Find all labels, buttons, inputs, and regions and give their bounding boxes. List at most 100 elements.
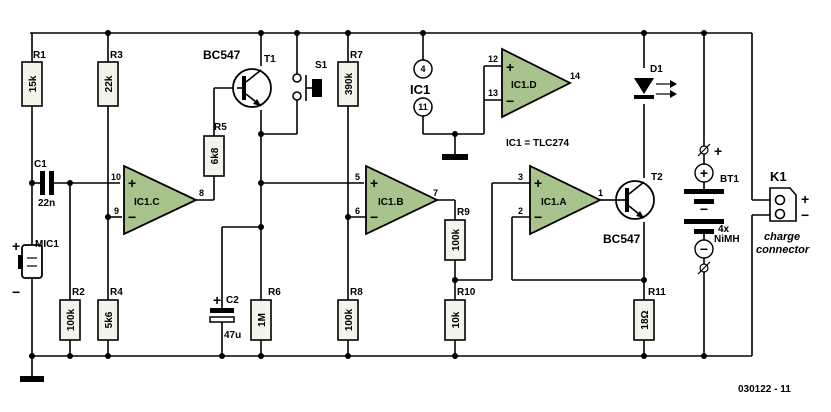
svg-text:15k: 15k [28,75,39,92]
svg-text:+: + [714,143,722,159]
transistor-t2: T2 BC547 [603,172,663,246]
svg-text:IC1.B: IC1.B [378,197,404,208]
resistor-r10: R10 10k [444,287,476,341]
svg-text:9: 9 [114,206,119,216]
svg-text:R11: R11 [648,287,666,298]
ground-symbol-ic1 [442,154,468,160]
svg-text:+: + [801,191,809,207]
resistor-r2: R2 100k [59,287,85,341]
svg-text:4: 4 [420,64,425,74]
ic1-supply-pins: 4 11 IC1 IC1 = TLC274 [410,59,570,149]
svg-text:+: + [128,175,136,191]
svg-text:BC547: BC547 [603,232,641,246]
svg-text:100k: 100k [344,308,355,331]
wiring [30,32,776,378]
svg-text:14: 14 [570,71,580,81]
svg-text:R10: R10 [457,287,476,298]
svg-text:13: 13 [488,88,498,98]
svg-text:−: − [506,93,514,109]
svg-text:NiMH: NiMH [714,234,740,245]
svg-text:7: 7 [433,188,438,198]
svg-text:6: 6 [355,206,360,216]
transistor-t1: BC547 T1 [203,48,276,108]
svg-text:3: 3 [518,172,523,182]
svg-text:−: − [370,209,378,225]
svg-text:−: − [128,209,136,225]
svg-text:R7: R7 [350,50,363,61]
svg-text:11: 11 [418,102,428,112]
svg-text:−: − [700,201,708,217]
svg-text:+: + [213,292,221,308]
svg-text:5: 5 [355,172,360,182]
svg-text:T2: T2 [651,172,663,183]
svg-text:−: − [700,241,708,257]
svg-text:100k: 100k [451,228,462,251]
resistor-r3: R3 22k [97,50,123,107]
svg-text:+: + [370,175,378,191]
svg-text:18Ω: 18Ω [640,310,651,329]
svg-text:−: − [534,209,542,225]
junctions [29,30,707,359]
svg-text:5k6: 5k6 [104,311,115,328]
svg-text:IC1.A: IC1.A [541,197,567,208]
capacitor-c1: C1 22n [34,159,55,209]
svg-text:R4: R4 [110,287,123,298]
resistor-r6: R6 1M [250,287,281,341]
svg-text:charge: charge [764,231,800,243]
svg-text:10: 10 [111,172,121,182]
svg-text:22k: 22k [104,75,115,92]
svg-text:R9: R9 [457,207,470,218]
resistor-r5: R5 6k8 [203,122,227,177]
svg-text:IC1.D: IC1.D [511,80,537,91]
resistor-r1: R1 15k [21,50,46,107]
svg-text:R5: R5 [214,122,227,133]
connector-k1: K1 + − charge connector [756,169,810,256]
opamp-ic1b: IC1.B + − 5 6 7 [355,164,440,236]
svg-text:BC547: BC547 [203,48,241,62]
svg-text:BT1: BT1 [720,174,739,185]
svg-text:1: 1 [598,188,603,198]
opamp-ic1c: IC1.C + − 10 9 8 [111,164,204,236]
resistor-r4: R4 5k6 [97,287,123,341]
svg-text:C2: C2 [226,295,239,306]
resistor-r11: R11 18Ω [633,287,666,341]
capacitor-c2: + C2 47u [209,292,241,341]
switch-s1: S1 [292,60,328,101]
svg-text:S1: S1 [315,60,328,71]
svg-text:R2: R2 [72,287,85,298]
svg-text:connector: connector [756,244,810,256]
svg-text:R3: R3 [110,50,123,61]
svg-text:8: 8 [199,188,204,198]
resistor-r9: R9 100k [444,207,470,261]
svg-text:+: + [700,165,708,181]
drawing-number: 030122 - 11 [738,384,791,395]
resistor-r7: R7 390k [337,50,363,107]
svg-text:+: + [506,59,514,75]
battery-bt1: + − − + BT1 4x NiMH [684,143,740,275]
svg-text:6k8: 6k8 [210,147,221,164]
svg-text:C1: C1 [34,159,47,170]
svg-text:390k: 390k [344,72,355,95]
svg-text:100k: 100k [66,308,77,331]
svg-text:2: 2 [518,206,523,216]
svg-text:+: + [534,175,542,191]
svg-text:R8: R8 [350,287,363,298]
svg-text:R6: R6 [268,287,281,298]
opamp-ic1d: IC1.D + − 12 13 14 [488,47,580,119]
svg-text:IC1.C: IC1.C [134,197,160,208]
opamp-ic1a: IC1.A + − 3 2 1 [518,164,603,236]
svg-text:10k: 10k [451,311,462,328]
svg-text:IC1 = TLC274: IC1 = TLC274 [506,138,570,149]
svg-text:4x: 4x [718,224,730,235]
svg-text:22n: 22n [38,198,55,209]
svg-text:T1: T1 [264,54,276,65]
ground-symbol-main [20,376,44,382]
svg-text:12: 12 [488,54,498,64]
svg-text:−: − [801,207,809,223]
led-d1: D1 [634,64,677,99]
svg-text:1M: 1M [257,313,268,327]
svg-text:D1: D1 [650,64,663,75]
svg-text:47u: 47u [224,330,241,341]
svg-text:−: − [12,284,20,300]
